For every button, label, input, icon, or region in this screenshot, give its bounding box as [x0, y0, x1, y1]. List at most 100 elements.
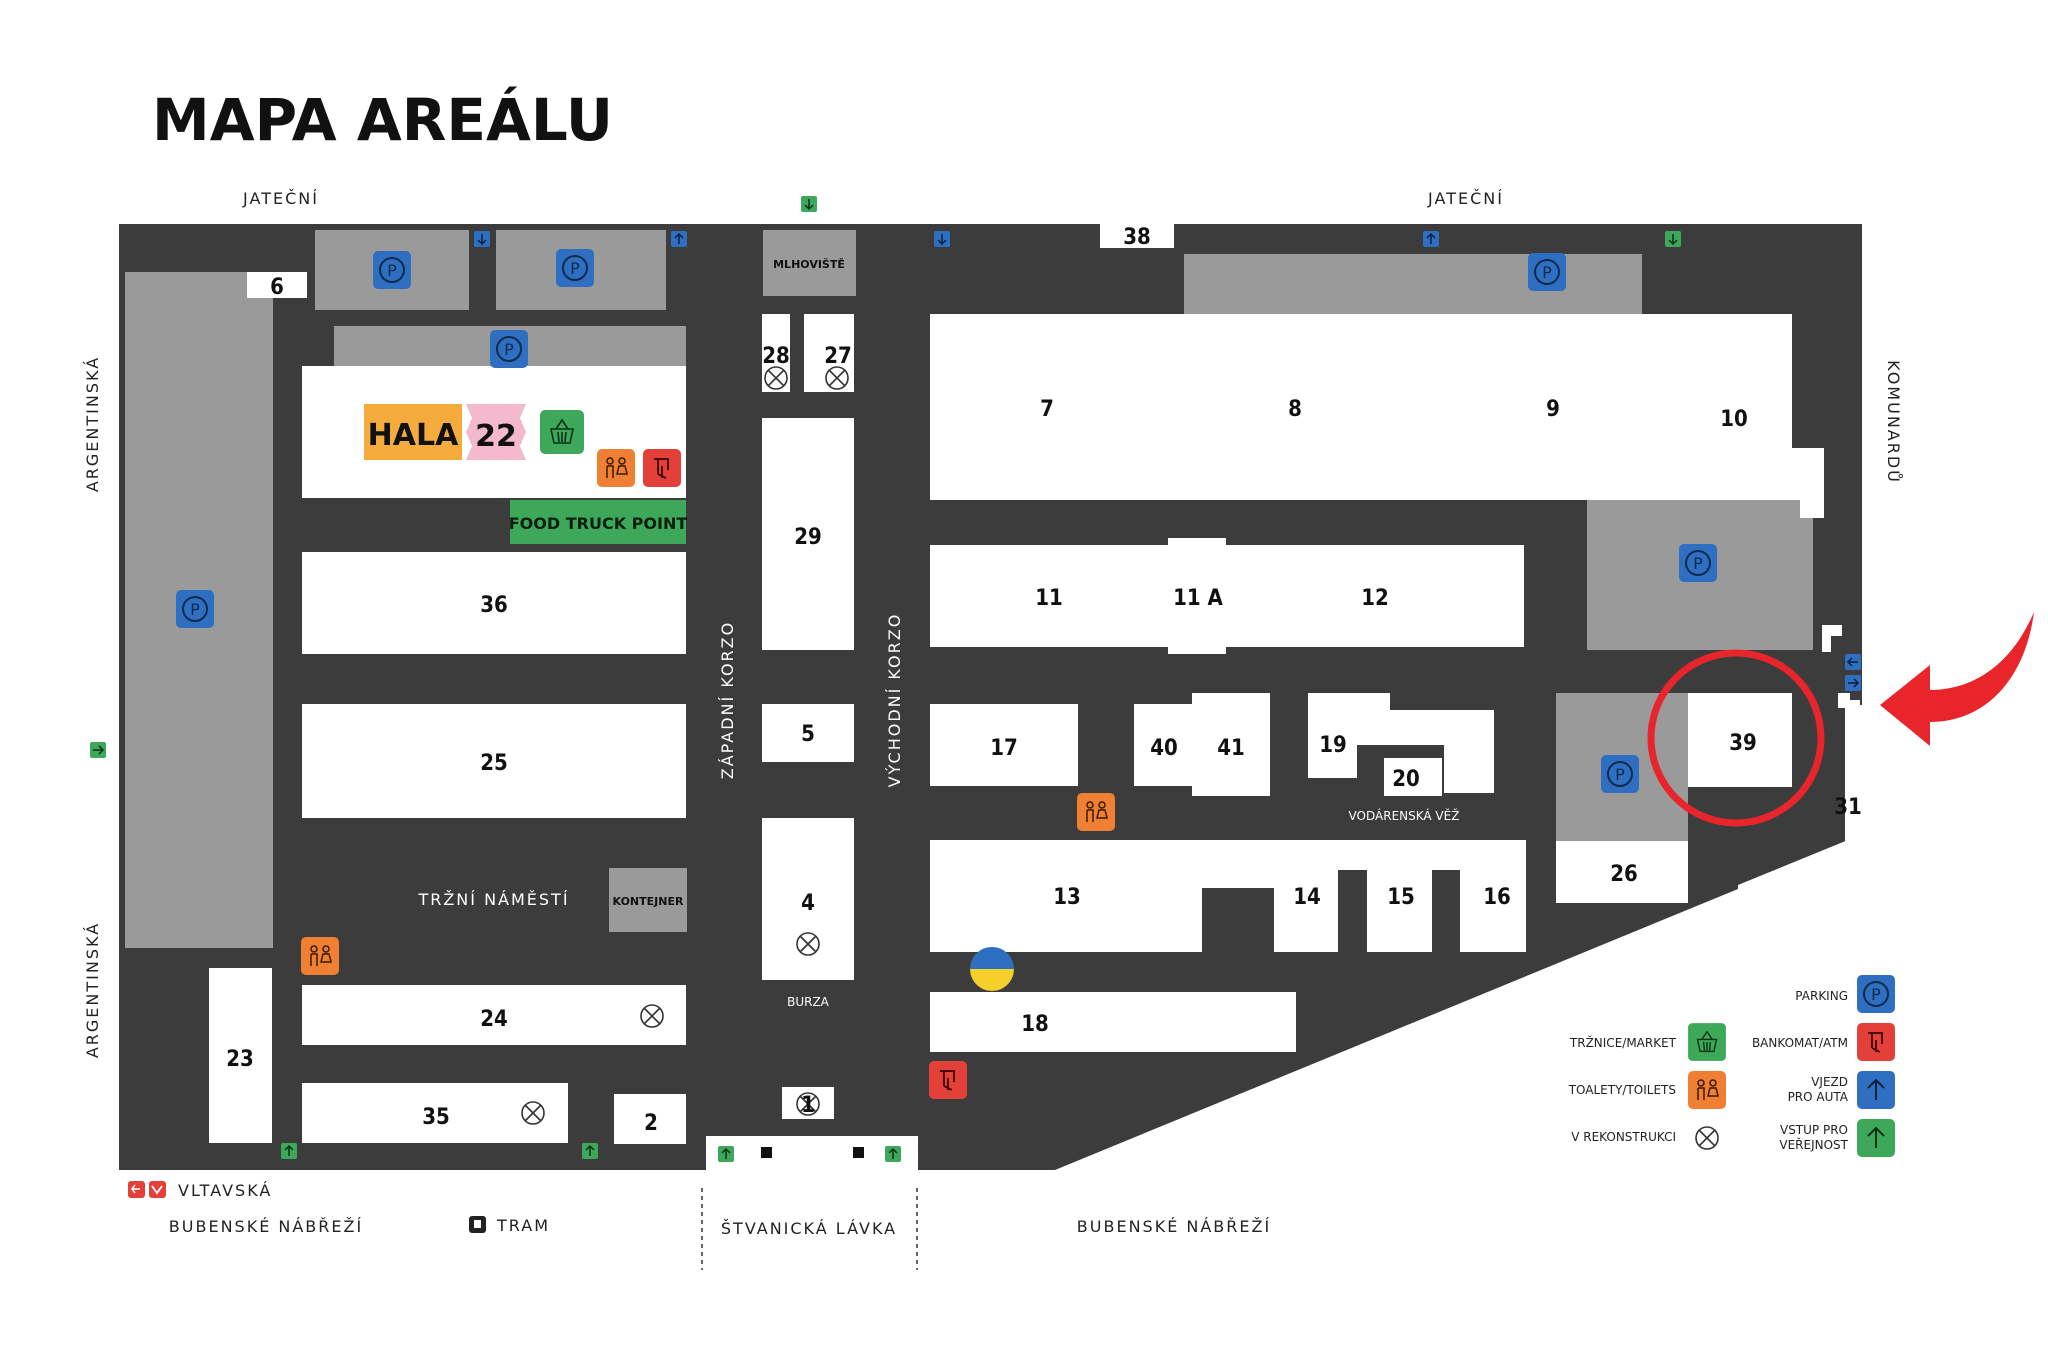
parking-icon [372, 250, 412, 290]
building-6-label: 6 [270, 275, 284, 300]
building-24-label: 24 [480, 1007, 508, 1032]
building-26[interactable] [1556, 841, 1688, 903]
buildings [209, 224, 1860, 1144]
toilets-icon [1687, 1070, 1727, 1110]
building-1-label: 1 [801, 1093, 815, 1118]
building-35[interactable] [302, 1083, 568, 1143]
street-bubenske-west: BUBENSKÉ NÁBŘEŽÍ [169, 1217, 363, 1236]
atm-icon [928, 1060, 968, 1100]
legend-market: TRŽNICE/MARKET [1569, 1035, 1677, 1050]
building-41-label: 41 [1217, 736, 1245, 761]
arrow-up-icon [1857, 1119, 1895, 1157]
legend-atm: BANKOMAT/ATM [1752, 1036, 1848, 1050]
building-13-16[interactable] [930, 840, 1526, 952]
car-entry-icon [1422, 230, 1440, 248]
legend-public-entry-1: VSTUP PRO [1780, 1123, 1848, 1137]
building-28-label: 28 [762, 344, 790, 369]
building-7-label: 7 [1040, 397, 1054, 422]
building-15-label: 15 [1387, 885, 1415, 910]
building-11a-label: 11 A [1173, 586, 1223, 611]
street-argentinska-south: ARGENTINSKÁ [83, 922, 102, 1058]
building-41[interactable] [1192, 693, 1270, 796]
public-entry-icon [90, 742, 106, 758]
toilets-icon [300, 936, 340, 976]
building-26-label: 26 [1610, 862, 1638, 887]
building-11-12[interactable] [930, 545, 1524, 647]
building-19-label: 19 [1319, 733, 1347, 758]
parking-icon [1678, 543, 1718, 583]
atm-icon [642, 448, 682, 488]
building-2[interactable] [614, 1094, 686, 1144]
building-25[interactable] [302, 704, 686, 818]
car-entry-icon [1845, 654, 1861, 691]
vychodni-korzo-label: VÝCHODNÍ KORZO [885, 613, 904, 788]
building-17[interactable] [930, 704, 1078, 786]
parking-icon [1527, 252, 1567, 292]
parking-icon [489, 329, 529, 369]
building-27[interactable] [804, 314, 854, 392]
arrow-up-icon [1857, 1071, 1895, 1109]
vltavska-label: VLTAVSKÁ [178, 1181, 272, 1200]
legend-car-entry-2: PRO AUTA [1788, 1090, 1849, 1104]
street-jatecni-west: JATEČNÍ [242, 189, 319, 208]
building-16-label: 16 [1483, 885, 1511, 910]
building-23[interactable] [209, 968, 272, 1143]
building-40-label: 40 [1150, 736, 1178, 761]
trzni-namesti-label: TRŽNÍ NÁMĚSTÍ [417, 890, 569, 909]
food-truck-point[interactable] [510, 500, 686, 544]
building-5-label: 5 [801, 722, 815, 747]
metro-icon [128, 1181, 166, 1198]
building-5[interactable] [762, 704, 854, 762]
tram-icon [469, 1216, 486, 1233]
building-29[interactable] [762, 418, 854, 650]
street-argentinska-north: ARGENTINSKÁ [83, 356, 102, 492]
mlhoviste-block [763, 230, 856, 296]
street-komunardu: KOMUNARDŮ [1884, 360, 1903, 484]
building-39[interactable] [1688, 693, 1792, 787]
building-10-label: 10 [1720, 407, 1748, 432]
building-31[interactable] [1738, 693, 1860, 900]
stop-marker [853, 1147, 864, 1158]
public-entry-icon [1664, 230, 1682, 248]
zapadni-korzo-label: ZÁPADNÍ KORZO [718, 621, 737, 779]
building-18[interactable] [930, 992, 1296, 1052]
street-bubenske-east: BUBENSKÉ NÁBŘEŽÍ [1077, 1217, 1271, 1236]
building-4[interactable] [762, 818, 854, 980]
basket-icon [1687, 1022, 1727, 1062]
street-jatecni-east: JATEČNÍ [1427, 189, 1504, 208]
parking-icon [555, 248, 595, 288]
building-11a[interactable] [1168, 538, 1226, 654]
legend-toilets: TOALETY/TOILETS [1568, 1083, 1676, 1097]
kontejner-block [609, 868, 687, 932]
legend-parking: PARKING [1795, 989, 1848, 1003]
building-6[interactable] [247, 272, 307, 298]
public-entry-icon [717, 1145, 735, 1163]
highlight-arrow [1880, 612, 2034, 746]
mlhoviste-label: MLHOVIŠTĚ [773, 258, 845, 271]
public-entry-icon [280, 1142, 298, 1160]
building-40[interactable] [1134, 704, 1194, 786]
building-7-10[interactable] [930, 314, 1824, 518]
market-icon [539, 409, 585, 455]
building-27-label: 27 [824, 344, 852, 369]
stvanicka-lavka-label: ŠTVANICKÁ LÁVKA [721, 1219, 897, 1238]
building-14-label: 14 [1293, 885, 1321, 910]
legend-car-entry-1: VJEZD [1811, 1075, 1848, 1089]
building-18-label: 18 [1021, 1012, 1049, 1037]
car-entry-icon [933, 230, 951, 248]
parking-icon [175, 589, 215, 629]
building-25-label: 25 [480, 751, 508, 776]
building-19[interactable] [1308, 693, 1494, 793]
public-entry-icon [800, 195, 818, 213]
building-11-label: 11 [1035, 586, 1063, 611]
building-24[interactable] [302, 985, 686, 1045]
vodarenska-vez-label: VODÁRENSKÁ VĚŽ [1349, 808, 1460, 823]
building-36[interactable] [302, 552, 686, 654]
building-20[interactable] [1384, 758, 1442, 796]
legend: PARKING TRŽNICE/MARKET BANKOMAT/ATM TOAL… [1568, 974, 1896, 1157]
building-8-label: 8 [1288, 397, 1302, 422]
building-12-label: 12 [1361, 586, 1389, 611]
hall-22-label: 22 [475, 419, 517, 454]
building-38[interactable] [1100, 224, 1174, 248]
